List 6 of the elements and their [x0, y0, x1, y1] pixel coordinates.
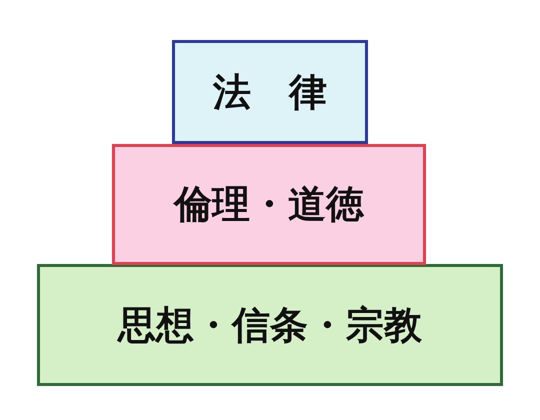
level-label: 倫理・道徳: [174, 181, 364, 228]
level-box: [37, 264, 503, 386]
level-box: [112, 144, 426, 265]
level-box: [172, 40, 368, 144]
level-label: 法 律: [213, 68, 327, 116]
level-label: 思想・信条・宗教: [118, 302, 422, 348]
